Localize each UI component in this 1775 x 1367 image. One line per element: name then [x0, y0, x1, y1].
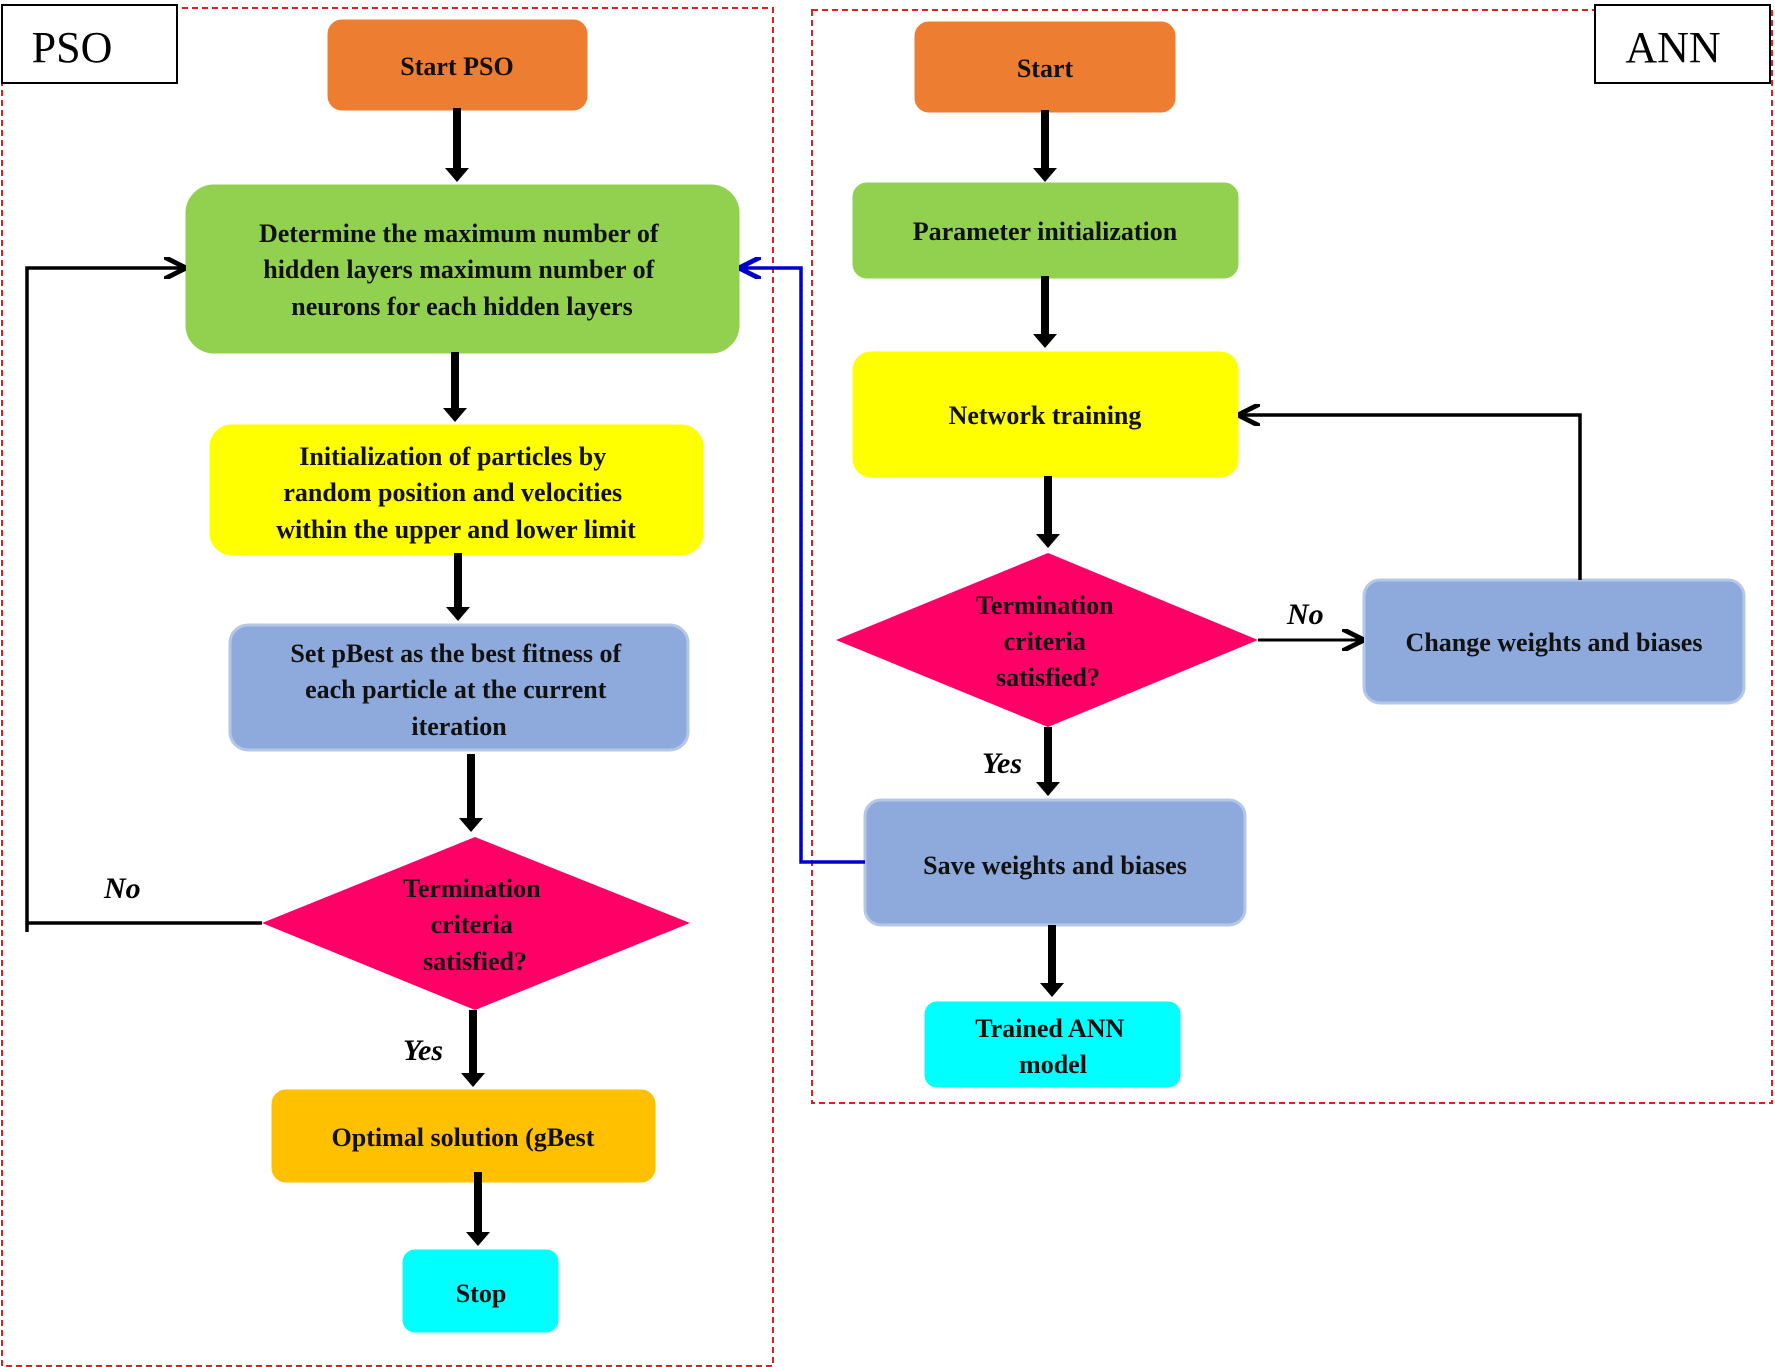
ann-save-weights-node: Save weights and biases — [863, 798, 1247, 927]
pso-init-particles-node: Initialization of particles by random po… — [209, 424, 704, 556]
svg-text:Termination criteria: Termination criteria satisfied? — [976, 591, 1120, 692]
ann-training-line-1: Network training — [949, 401, 1142, 430]
svg-text:Stop: Stop — [456, 1279, 507, 1308]
ann-title-box — [1594, 4, 1771, 84]
ann-trained-line-1: Trained ANN — [975, 1014, 1124, 1043]
pso-optimal-node: Optimal solution (gBest — [271, 1089, 656, 1183]
pso-init-line-1: Initialization of particles by — [299, 442, 606, 471]
pso-init-line-2: random position and velocities — [283, 478, 622, 507]
pso-no-loop-line — [25, 268, 262, 925]
pso-title-box — [1, 4, 178, 84]
pso-init-line-3: within the upper and lower limit — [276, 515, 636, 544]
pso-set-pbest-node: Set pBest as the best fitness of each pa… — [228, 623, 690, 752]
pso-flow-arrows — [443, 108, 490, 1246]
ann-termination-line-3: satisfied? — [996, 663, 1100, 692]
ann-retrain-loop-line — [1240, 415, 1582, 580]
ann-training-node: Network training — [852, 351, 1239, 478]
ann-termination-line-2: criteria — [1004, 627, 1086, 656]
svg-text:Optimal solution (gBest: Optimal solution (gBest — [332, 1123, 595, 1152]
pso-no-label: No — [103, 872, 141, 905]
svg-text:Trained ANN model: Trained ANN model — [975, 1014, 1131, 1079]
svg-text:Initialization of particles b: Initialization of particles by random po… — [276, 442, 636, 544]
pso-determine-line-3: neurons for each hidden layers — [291, 292, 632, 321]
pso-determine-line-1: Determine the maximum number of — [259, 219, 659, 248]
pso-pbest-line-1: Set pBest as the best fitness of — [290, 639, 621, 668]
pso-termination-line-2: criteria — [431, 910, 513, 939]
ann-change-weights-node: Change weights and biases — [1362, 578, 1746, 705]
svg-text:Network training: Network training — [949, 401, 1142, 430]
pso-determine-node: Determine the maximum number of hidden l… — [185, 184, 740, 354]
pso-yes-label: Yes — [403, 1034, 443, 1067]
pso-panel-border — [1, 7, 774, 1367]
ann-to-pso-feedback-line — [741, 268, 865, 864]
pso-termination-line-3: satisfied? — [423, 947, 527, 976]
svg-text:Save weights and biases: Save weights and biases — [923, 851, 1187, 880]
ann-start-line-1: Start — [1017, 54, 1074, 83]
ann-yes-label: Yes — [982, 747, 1022, 780]
ann-panel-border — [811, 9, 1773, 1104]
ann-flow-arrows — [1033, 110, 1064, 997]
ann-save-line-1: Save weights and biases — [923, 851, 1187, 880]
svg-text:Parameter initialization: Parameter initialization — [913, 217, 1178, 246]
ann-start-node: Start — [914, 21, 1176, 113]
pso-stop-line-1: Stop — [456, 1279, 507, 1308]
svg-text:Set pBest as the best fitness: Set pBest as the best fitness of each pa… — [290, 639, 627, 741]
ann-trained-model-node: Trained ANN model — [924, 1001, 1181, 1088]
ann-no-label: No — [1286, 598, 1324, 631]
svg-text:Termination criteria: Termination criteria satisfied? — [403, 874, 547, 976]
pso-start-node: Start PSO — [327, 19, 588, 111]
svg-text:Change weights and biases: Change weights and biases — [1406, 628, 1703, 657]
pso-termination-decision: Termination criteria satisfied? — [262, 837, 690, 1010]
pso-termination-line-1: Termination — [403, 874, 541, 903]
svg-text:Start: Start — [1017, 54, 1074, 83]
ann-termination-line-1: Termination — [976, 591, 1114, 620]
ann-trained-line-2: model — [1019, 1050, 1087, 1079]
svg-text:Start PSO: Start PSO — [400, 52, 513, 81]
pso-optimal-line-1: Optimal solution (gBest — [332, 1123, 595, 1152]
svg-text:Determine the maximum number: Determine the maximum number of hidden l… — [259, 219, 665, 321]
pso-pbest-line-2: each particle at the current — [305, 675, 607, 704]
ann-panel-title: ANN — [1625, 23, 1720, 72]
pso-stop-node: Stop — [402, 1249, 559, 1333]
pso-determine-line-2: hidden layers maximum number of — [263, 255, 654, 284]
pso-panel-title: PSO — [32, 23, 113, 72]
ann-termination-decision: Termination criteria satisfied? — [836, 553, 1258, 727]
pso-pbest-line-3: iteration — [411, 712, 507, 741]
ann-param-init-node: Parameter initialization — [852, 182, 1239, 279]
ann-change-line-1: Change weights and biases — [1406, 628, 1703, 657]
ann-param-init-line-1: Parameter initialization — [913, 217, 1178, 246]
pso-start-line-1: Start PSO — [400, 52, 513, 81]
